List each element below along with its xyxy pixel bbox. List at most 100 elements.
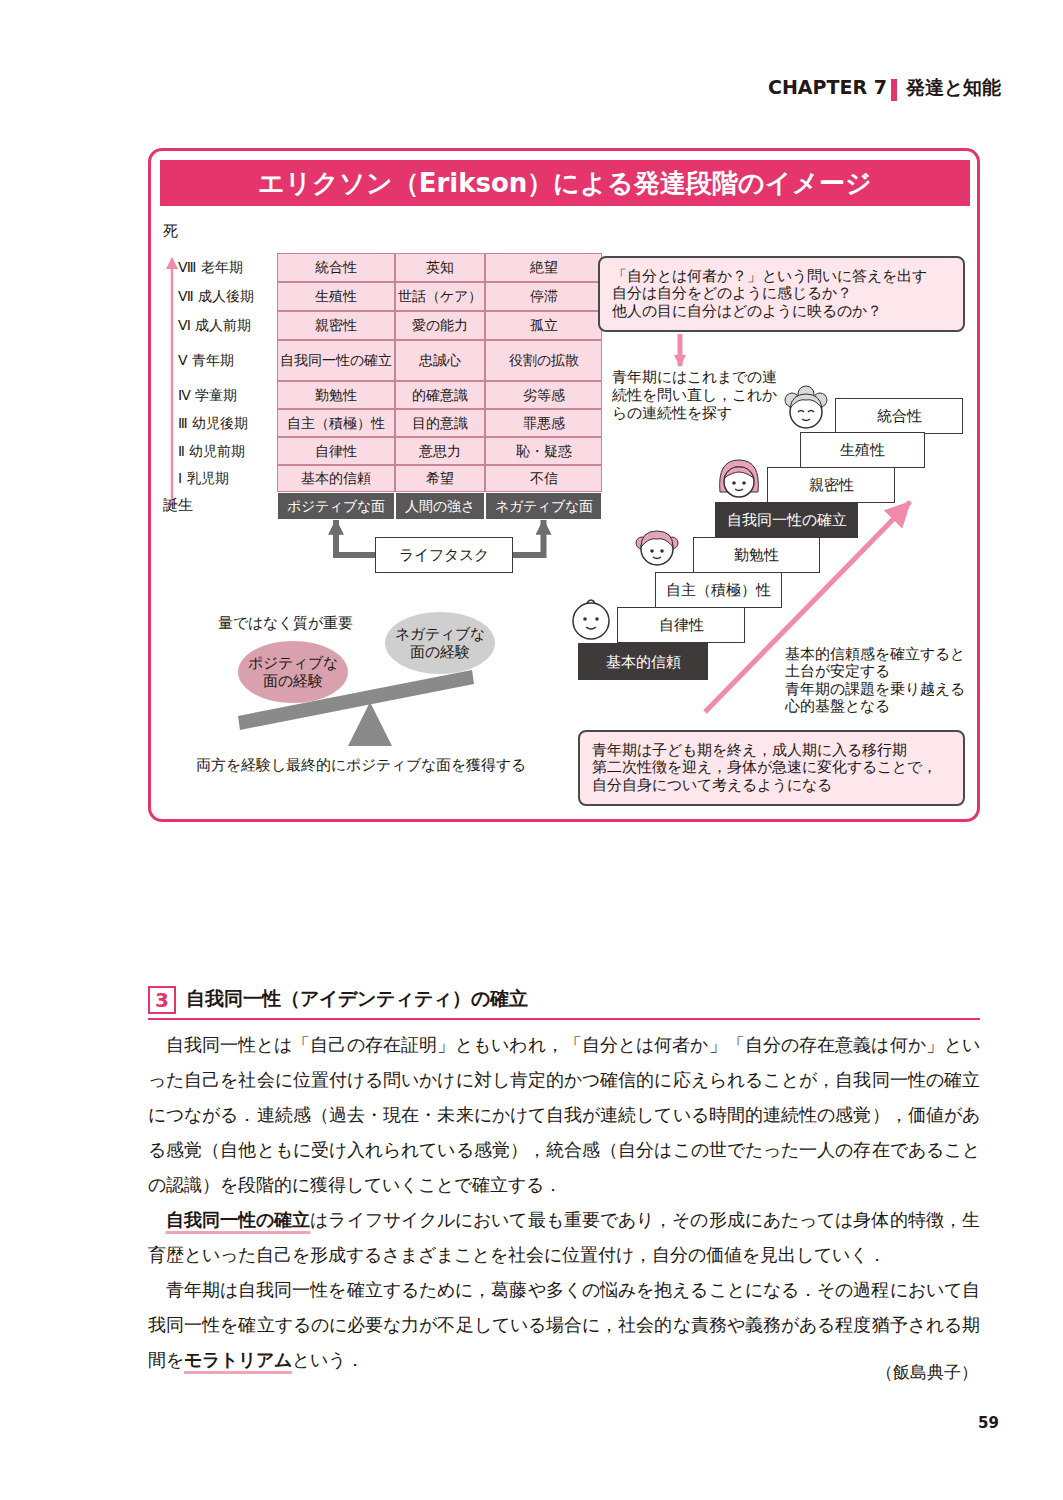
drawing-part (650, 549, 654, 553)
drawing-part (660, 549, 664, 553)
drawing-part (641, 531, 673, 547)
stage-name: Ⅴ 青年期 (178, 340, 276, 381)
stair-step: 自我同一性の確立 (715, 502, 858, 538)
drawing-part (798, 411, 814, 413)
header-bar (891, 79, 897, 101)
drawing-part (790, 394, 822, 408)
node-text: 「自分とは何者か？」という問いに答えを出す 自分は自分をどのように感じるか？ 他… (612, 268, 951, 320)
life-task-arrow (513, 520, 544, 555)
stage-name: Ⅲ 幼児後期 (178, 409, 276, 437)
stair-step: 勤勉性 (693, 537, 820, 573)
note-text: 基本的信頼感を確立すると 土台が安定する 青年期の課題を乗り越える 心的基盤とな… (785, 646, 969, 716)
node-text: 生殖性 (840, 441, 885, 459)
column-header: ポジティブな面 (277, 492, 395, 520)
baby-face (573, 600, 609, 639)
table-cell: 役割の拡散 (485, 340, 602, 381)
adolescence-note: 青年期は子ども期を終え，成人期に入る移行期 第二次性徴を迎え，身体が急速に変化す… (578, 730, 965, 806)
life-task-arrow (336, 520, 375, 555)
node-text: ポジティブな面 (287, 498, 385, 515)
paragraph: 青年期は自我同一性を確立するために，葛藤や多くの悩みを抱えることになる．その過程… (148, 1273, 980, 1378)
node-text: 自主（積極）性 (666, 581, 771, 599)
note-text: 量ではなく質が重要 (218, 614, 353, 632)
node-text: 統合性 (877, 407, 922, 425)
stage-name: Ⅰ 乳児期 (178, 465, 276, 492)
body-flow: 自我同一性とは「自己の存在証明」ともいわれ，「自分とは何者か」「自分の存在意義は… (148, 1028, 980, 1378)
table-cell: 生殖性 (277, 282, 395, 311)
table-cell: 的確意識 (395, 381, 485, 409)
stair-step: 自主（積極）性 (655, 572, 782, 608)
table-cell: 自主（積極）性 (277, 409, 395, 437)
drawing-part (595, 617, 599, 621)
key-term: モラトリアム (184, 1350, 292, 1370)
node-text: 勤勉性 (734, 546, 779, 564)
table-cell: 意思力 (395, 437, 485, 465)
stair-step: 生殖性 (800, 432, 925, 468)
paragraph: 自我同一性の確立はライフサイクルにおいて最も重要であり，その形成にあたっては身体… (148, 1203, 980, 1273)
drawing-part (583, 617, 587, 621)
table-cell: 基本的信頼 (277, 465, 395, 492)
negative-bubble: ネガティブな面の経験 (385, 612, 495, 674)
table-cell: 親密性 (277, 311, 395, 340)
node-text: 基本的信頼 (606, 653, 681, 671)
table-cell: 不信 (485, 465, 602, 492)
drawing-part (724, 467, 754, 497)
node-text: ネガティブな面の経験 (394, 625, 486, 661)
question-callout: 「自分とは何者か？」という問いに答えを出す 自分は自分をどのように感じるか？ 他… (598, 256, 965, 332)
section-heading: 自我同一性（アイデンティティ）の確立 (186, 987, 528, 1010)
table-cell: 忠誠心 (395, 340, 485, 381)
note-text: 青年期にはこれまでの連続性を問い直し，これからの連続性を探す (612, 368, 782, 422)
table-cell: 目的意識 (395, 409, 485, 437)
drawing-part (802, 419, 810, 421)
chapter-number: CHAPTER 7 (768, 76, 887, 99)
life-task-box: ライフタスク (375, 537, 513, 573)
node-text: ライフタスク (399, 546, 489, 564)
stage-name: Ⅶ 成人後期 (178, 282, 276, 311)
stair-step: 統合性 (835, 398, 963, 434)
drawing-part (735, 489, 743, 491)
woman-face (720, 460, 759, 497)
table-cell: 愛の能力 (395, 311, 485, 340)
drawing-part (586, 627, 596, 629)
chapter-title: 発達と知能 (906, 76, 1001, 99)
table-cell: 希望 (395, 465, 485, 492)
table-cell: 勤勉性 (277, 381, 395, 409)
drawing-part (573, 603, 609, 639)
node-text: 自我同一性の確立 (727, 511, 847, 529)
table-cell: 孤立 (485, 311, 602, 340)
drawing-part (653, 557, 661, 559)
table-cell: 恥・疑惑 (485, 437, 602, 465)
life-axis-arrow (171, 258, 174, 504)
positive-bubble: ポジティブな面の経験 (238, 641, 348, 703)
elder-face (785, 386, 827, 428)
node-text: 青年期は子ども期を終え，成人期に入る移行期 第二次性徴を迎え，身体が急速に変化す… (592, 742, 951, 794)
table-cell: 自我同一性の確立 (277, 340, 395, 381)
stage-name: Ⅵ 成人前期 (178, 311, 276, 340)
stage-name: Ⅷ 老年期 (178, 253, 276, 282)
axis-end-label: 死 (163, 222, 178, 240)
drawing-part (724, 467, 754, 478)
body-text: という． (292, 1350, 364, 1370)
table-cell: 統合性 (277, 253, 395, 282)
page-number: 59 (978, 1414, 999, 1432)
node-text: ネガティブな面 (495, 498, 593, 515)
table-cell: 劣等感 (485, 381, 602, 409)
table-cell: 自律性 (277, 437, 395, 465)
column-header: ネガティブな面 (485, 492, 602, 520)
table-cell: 停滞 (485, 282, 602, 311)
stair-step: 親密性 (767, 467, 895, 503)
section-number: 3 (148, 986, 176, 1014)
node-text: ポジティブな面の経験 (247, 654, 339, 690)
key-term: 自我同一性の確立 (166, 1210, 311, 1230)
table-cell: 絶望 (485, 253, 602, 282)
drawing-part (587, 600, 595, 603)
drawing-part (742, 481, 746, 485)
figure-title: エリクソン（Erikson）による発達段階のイメージ (258, 166, 873, 201)
table-cell: 英知 (395, 253, 485, 282)
girl-face (636, 531, 678, 565)
author: （飯島典子） (820, 1362, 978, 1382)
node-text: 親密性 (809, 476, 854, 494)
node-text: 人間の強さ (405, 498, 475, 515)
column-header: 人間の強さ (395, 492, 485, 520)
table-cell: 世話（ケア） (395, 282, 485, 311)
